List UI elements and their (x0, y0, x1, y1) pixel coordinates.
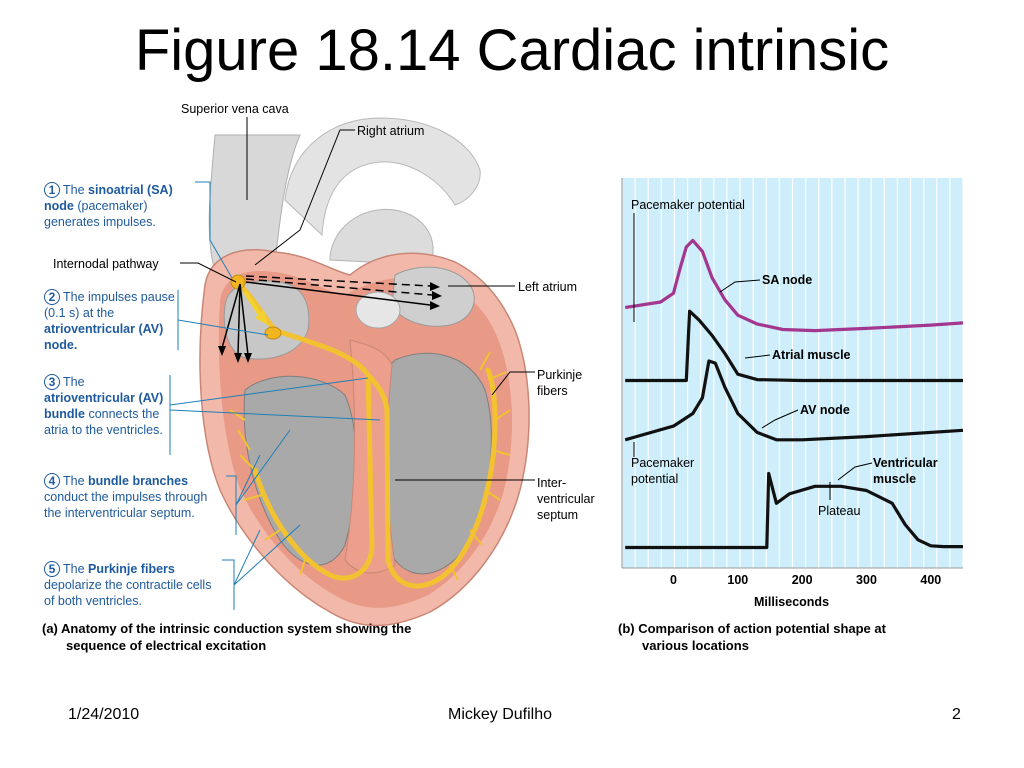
annotation-leader (761, 409, 799, 429)
footer-date: 1/24/2010 (68, 706, 140, 723)
aorta-shape (284, 117, 481, 237)
x-tick-label: 100 (727, 573, 748, 587)
series-line-av-node (624, 359, 964, 442)
step-text-post: (pacemaker) generates impulses. (44, 199, 156, 229)
valve-ring (355, 291, 401, 329)
step-text-pre: The impulses pause (0.1 s) at the (44, 290, 175, 320)
impulse-spread-arrows (221, 275, 433, 356)
x-tick-label: 200 (792, 573, 813, 587)
annotation-pacemaker-potential-bottom: Pacemaker potential (631, 456, 695, 486)
chart-x-axis-label: Milliseconds (754, 595, 830, 609)
step-text-post: connects the atria to the ventricles. (44, 407, 163, 437)
caption-b: (b) Comparison of action potential shape… (618, 620, 886, 654)
caption-a-line2: sequence of electrical excitation (66, 638, 267, 653)
label-interventricular-septum: Inter-ventricular septum (537, 476, 595, 522)
annotation-leader (744, 354, 771, 359)
annotation-sa-node: SA node (762, 273, 813, 287)
annotation-av-node: AV node (800, 403, 850, 417)
label-purkinje-fibers: Purkinje fibers (537, 368, 583, 398)
step-term: atrioventricular (AV) node. (44, 322, 164, 352)
label-superior-vena-cava: Superior vena cava (181, 102, 289, 116)
impulse-arrow (243, 290, 264, 320)
step-term: bundle branches (88, 474, 189, 488)
step-text-post: conduct the impulses through the interve… (44, 490, 208, 520)
annotation-leader (719, 279, 761, 293)
pulmonary-trunk-shape (329, 208, 434, 266)
step-text-post: depolarize the contractile cells of both… (44, 578, 212, 608)
footer-page-number: 2 (952, 706, 961, 723)
caption-b-line1: (b) Comparison of action potential shape… (618, 621, 886, 636)
right-bundle-branch (252, 329, 375, 581)
label-left-atrium: Left atrium (518, 280, 578, 294)
series-line-ventricular-muscle (625, 471, 963, 550)
footer-author: Mickey Dufilho (448, 706, 553, 723)
step-text-pre: The (63, 474, 89, 488)
arrowheads (218, 282, 442, 363)
action-potential-chart: 0 100 200 300 400 (621, 178, 964, 587)
annotation-pacemaker-potential-top: Pacemaker potential (631, 198, 745, 212)
annotation-plateau: Plateau (818, 504, 861, 518)
caption-a-line1: (a) Anatomy of the intrinsic conduction … (42, 621, 412, 636)
annotation-atrial-muscle: Atrial muscle (772, 348, 851, 362)
caption-b-line2: various locations (642, 638, 749, 653)
figure-18-14: Superior vena cava Right atrium Internod… (42, 102, 964, 654)
step-term: atrioventricular (AV) bundle (44, 391, 164, 421)
step-text-pre: The (63, 562, 89, 576)
internodal-tract (237, 282, 278, 333)
caption-a: (a) Anatomy of the intrinsic conduction … (42, 620, 411, 654)
x-tick-label: 0 (670, 573, 677, 587)
conduction-pathway (237, 282, 498, 589)
left-bundle-branch (365, 367, 498, 589)
label-leaders (180, 117, 535, 481)
x-tick-label: 300 (856, 573, 877, 587)
heart-illustration (169, 117, 535, 627)
annotation-ventricular-muscle: Ventricular muscle (873, 456, 938, 486)
step-text-pre: The (63, 183, 89, 197)
av-node (264, 326, 282, 340)
annotation-leader (837, 462, 873, 481)
step-text-pre: The (63, 375, 85, 389)
slide-title: Figure 18.14 Cardiac intrinsic (134, 18, 890, 83)
step-term: sinoatrial (SA) node (44, 183, 173, 213)
series-line-sa-node (624, 238, 964, 333)
impulse-arrowhead (255, 310, 268, 325)
label-right-atrium: Right atrium (357, 124, 425, 138)
step-leaders (169, 181, 381, 610)
step-number: 4 (44, 473, 60, 489)
series-line-atrial-muscle (625, 309, 963, 383)
x-tick-label: 400 (920, 573, 941, 587)
purkinje-branches (229, 351, 511, 581)
step-term: Purkinje fibers (88, 562, 175, 576)
label-internodal-pathway: Internodal pathway (53, 257, 159, 271)
